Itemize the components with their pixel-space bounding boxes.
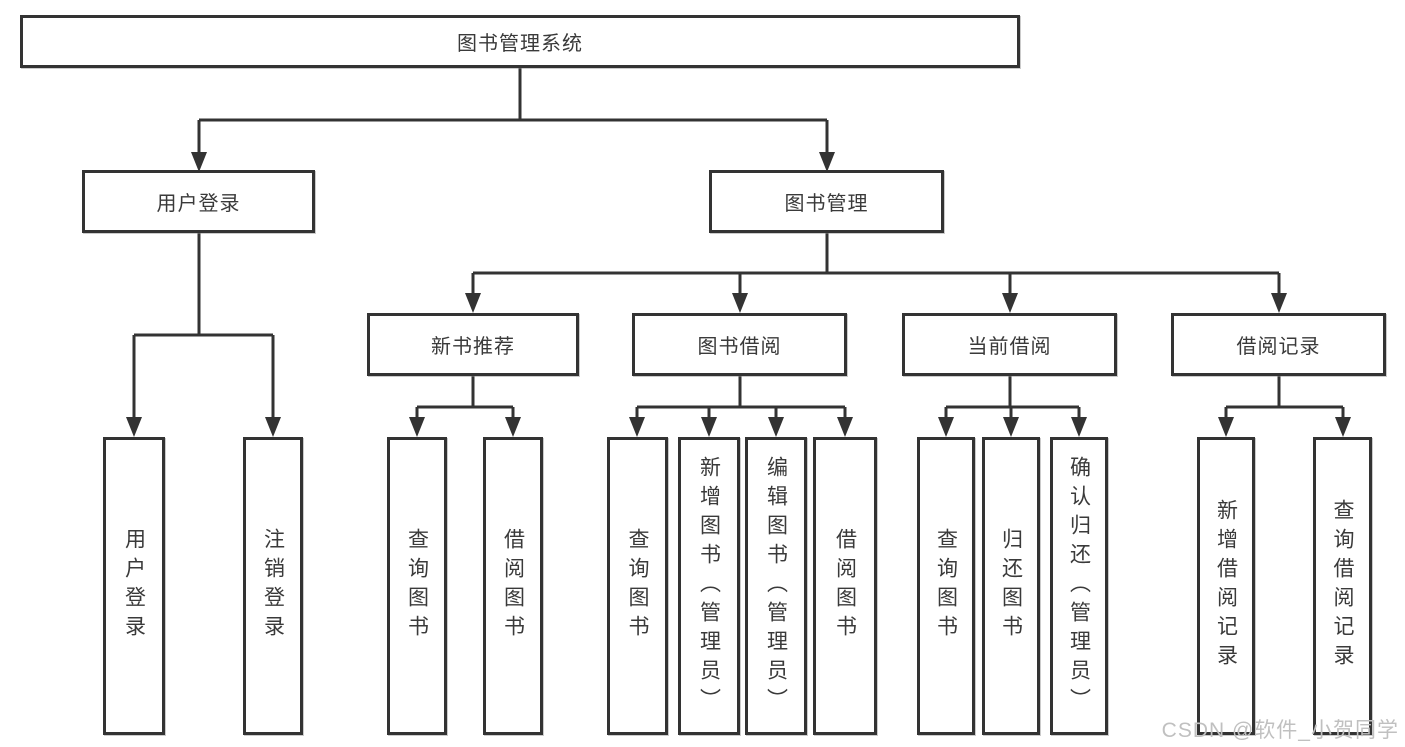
connector-borrow-records-children <box>1218 376 1351 437</box>
node-book-borrow-label: 图书借阅 <box>697 336 782 358</box>
node-root-label: 图书管理系统 <box>457 33 583 55</box>
leaf-query-books-recommend: 查询图书 <box>387 437 447 735</box>
leaf-return-books: 归还图书 <box>982 437 1040 735</box>
node-current-borrow-label: 当前借阅 <box>967 336 1052 358</box>
leaf-query-books-borrow-label: 查询图书 <box>626 528 649 644</box>
leaf-confirm-return-admin-label: 确认归还（管理员） <box>1067 455 1091 717</box>
leaf-user-login-label: 用户登录 <box>122 528 146 644</box>
leaf-logout-label: 注销登录 <box>261 528 285 644</box>
node-borrow-records: 借阅记录 <box>1171 313 1386 376</box>
leaf-edit-book-admin-label: 编辑图书（管理员） <box>764 455 788 717</box>
connector-book-management-children <box>465 233 1287 313</box>
node-borrow-records-label: 借阅记录 <box>1236 336 1321 358</box>
leaf-query-borrow-record: 查询借阅记录 <box>1313 437 1372 735</box>
node-book-management-label: 图书管理 <box>784 193 869 215</box>
leaf-add-book-admin: 新增图书（管理员） <box>678 437 740 735</box>
leaf-add-borrow-record: 新增借阅记录 <box>1197 437 1255 735</box>
node-root: 图书管理系统 <box>20 15 1020 68</box>
node-new-book-recommend-label: 新书推荐 <box>431 336 515 358</box>
leaf-borrow-books-recommend: 借阅图书 <box>483 437 543 735</box>
node-current-borrow: 当前借阅 <box>902 313 1117 376</box>
connector-new-book-recommend-children <box>409 376 521 437</box>
node-book-borrow: 图书借阅 <box>632 313 847 376</box>
leaf-borrow-books-label: 借阅图书 <box>833 528 857 644</box>
leaf-edit-book-admin: 编辑图书（管理员） <box>745 437 807 735</box>
node-user-login-label: 用户登录 <box>156 193 241 215</box>
leaf-add-book-admin-label: 新增图书（管理员） <box>697 455 721 717</box>
connector-user-login-children <box>126 233 281 437</box>
leaf-borrow-books-recommend-label: 借阅图书 <box>501 528 525 644</box>
leaf-query-books-borrow: 查询图书 <box>607 437 668 735</box>
node-book-management: 图书管理 <box>709 170 944 233</box>
leaf-query-books-current-label: 查询图书 <box>934 528 958 644</box>
connector-current-borrow-children <box>938 376 1087 437</box>
leaf-query-borrow-record-label: 查询借阅记录 <box>1331 499 1354 673</box>
leaf-return-books-label: 归还图书 <box>999 528 1023 644</box>
leaf-add-borrow-record-label: 新增借阅记录 <box>1214 499 1238 673</box>
connector-book-borrow-children <box>629 376 853 437</box>
leaf-borrow-books: 借阅图书 <box>813 437 877 735</box>
node-user-login: 用户登录 <box>82 170 315 233</box>
node-new-book-recommend: 新书推荐 <box>367 313 579 376</box>
leaf-query-books-current: 查询图书 <box>917 437 975 735</box>
leaf-logout: 注销登录 <box>243 437 303 735</box>
leaf-confirm-return-admin: 确认归还（管理员） <box>1050 437 1108 735</box>
connector-root-to-level2 <box>191 68 835 172</box>
leaf-user-login: 用户登录 <box>103 437 165 735</box>
leaf-query-books-recommend-label: 查询图书 <box>405 528 429 644</box>
